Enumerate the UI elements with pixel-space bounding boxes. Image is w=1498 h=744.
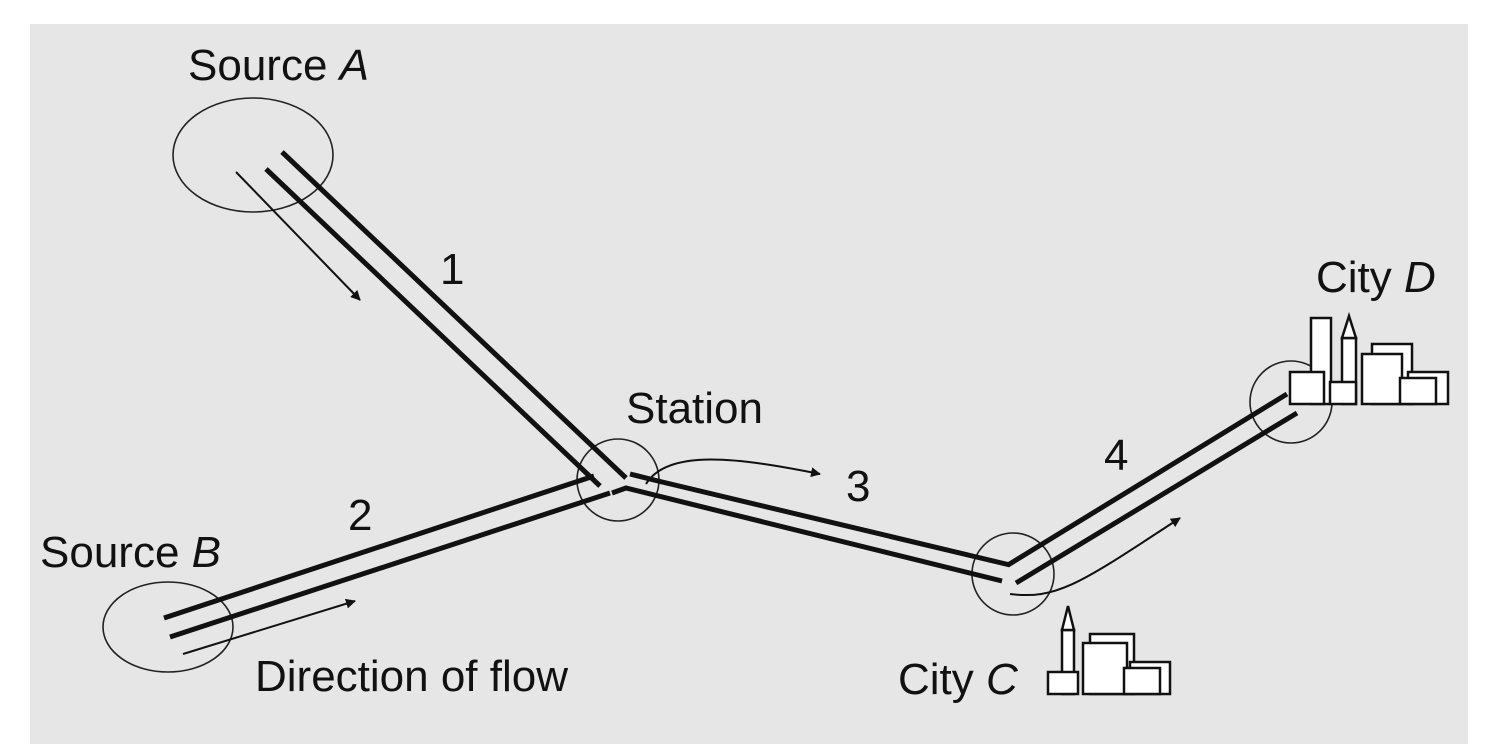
direction-of-flow-label: Direction of flow <box>255 652 568 701</box>
city-d-prefix: City <box>1316 253 1404 302</box>
flow-arrow-3 <box>645 458 821 485</box>
diagram-background <box>30 24 1468 744</box>
city-c-prefix: City <box>898 655 986 704</box>
source-a-prefix: Source <box>188 41 340 90</box>
city-d-buildings-icon <box>1288 311 1450 406</box>
city-c-name: C <box>986 655 1019 704</box>
pipeline-4-label: 4 <box>1104 431 1128 480</box>
flow-arrow-2 <box>182 598 356 655</box>
pipeline-2-label: 2 <box>348 491 372 540</box>
city-c-label: City C <box>898 655 1019 704</box>
flow-arrow-1 <box>235 171 361 301</box>
source-a-area <box>172 97 334 213</box>
source-b-prefix: Source <box>40 528 192 577</box>
flow-arrow-4 <box>1009 517 1181 597</box>
city-c-buildings-icon <box>1046 605 1172 696</box>
pipeline-4 <box>1006 391 1299 586</box>
pipeline-1-label: 1 <box>440 245 464 294</box>
source-b-label: Source B <box>40 528 221 577</box>
pipeline-1 <box>264 150 628 488</box>
pipeline-3-label: 3 <box>846 462 870 511</box>
source-a-label: Source A <box>188 41 369 90</box>
source-a-name: A <box>337 41 369 90</box>
city-d-name: D <box>1404 253 1436 302</box>
source-b-area <box>102 581 234 673</box>
station-label: Station <box>626 384 763 433</box>
city-d-label: City D <box>1316 253 1436 302</box>
pipeline-2 <box>163 473 611 640</box>
source-b-name: B <box>192 528 221 577</box>
pipeline-3 <box>611 471 1011 584</box>
